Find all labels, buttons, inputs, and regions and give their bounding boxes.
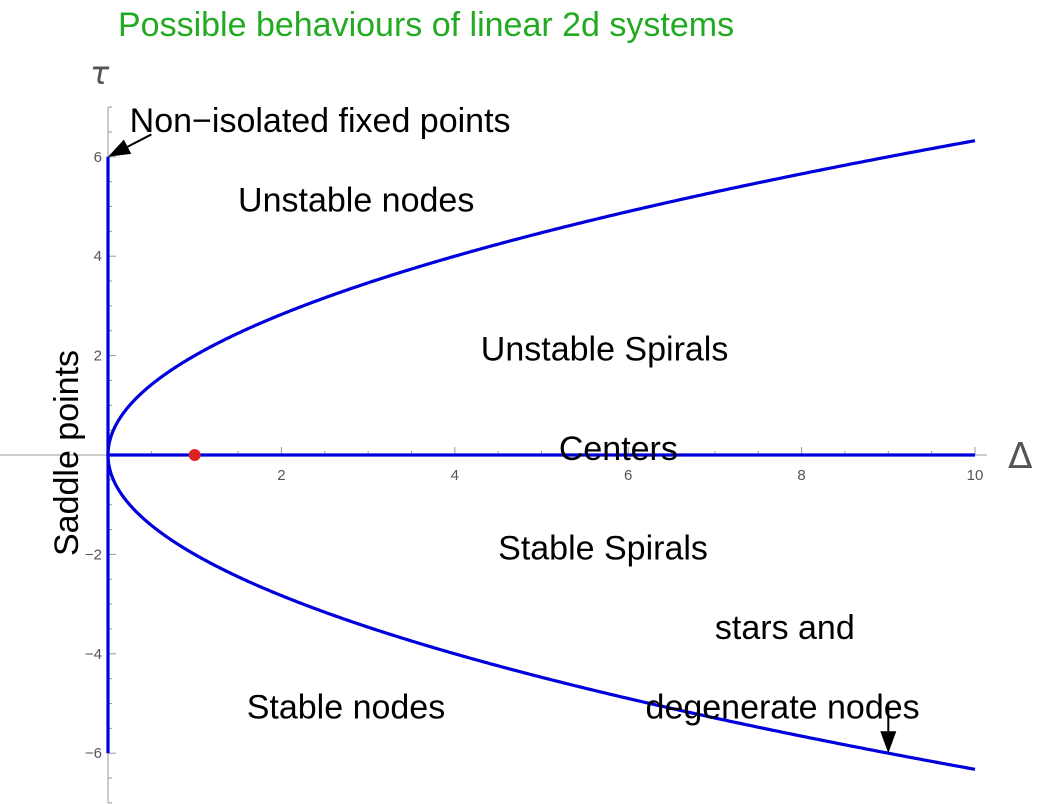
annotation-stars-line1: stars and	[715, 609, 855, 647]
arrow-non-isolated-head	[108, 139, 132, 157]
annotation-stars-line2: degenerate nodes	[646, 688, 920, 726]
annotation-non-isolated: Non−isolated fixed points	[130, 102, 511, 140]
arrow-non-isolated-shaft	[127, 133, 152, 148]
annotation-centers: Centers	[559, 430, 678, 468]
x-axis-label: Δ	[1008, 436, 1033, 477]
annotation-unstable-spirals: Unstable Spirals	[481, 331, 729, 369]
annotation-stable-spirals: Stable Spirals	[498, 529, 708, 567]
x-tick-label: 10	[967, 467, 984, 484]
y-tick-label: −2	[85, 546, 102, 563]
y-tick-label: 4	[94, 248, 102, 265]
x-tick-label: 4	[451, 467, 459, 484]
annotation-unstable-nodes: Unstable nodes	[238, 181, 474, 219]
series-parabola_upper-0	[106, 139, 976, 456]
annotation-saddle-points: Saddle points	[48, 350, 86, 556]
arrow-stars-head	[880, 731, 897, 754]
y-tick-label: 6	[94, 149, 102, 166]
y-tick-label: −4	[85, 646, 102, 663]
y-axis-label: τ	[90, 54, 110, 92]
y-tick-label: −6	[85, 745, 102, 762]
x-tick-label: 8	[797, 467, 805, 484]
arrow-non-isolated	[108, 133, 152, 157]
y-tick-label: 2	[94, 348, 102, 365]
x-tick-label: 6	[624, 467, 632, 484]
series-parabola_lower-1	[106, 454, 976, 771]
chart-title: Possible behaviours of linear 2d systems	[118, 6, 734, 44]
arrow-stars	[880, 703, 897, 754]
x-tick-label: 2	[277, 467, 285, 484]
annotation-stable-nodes: Stable nodes	[247, 688, 446, 726]
data-point	[188, 449, 201, 461]
